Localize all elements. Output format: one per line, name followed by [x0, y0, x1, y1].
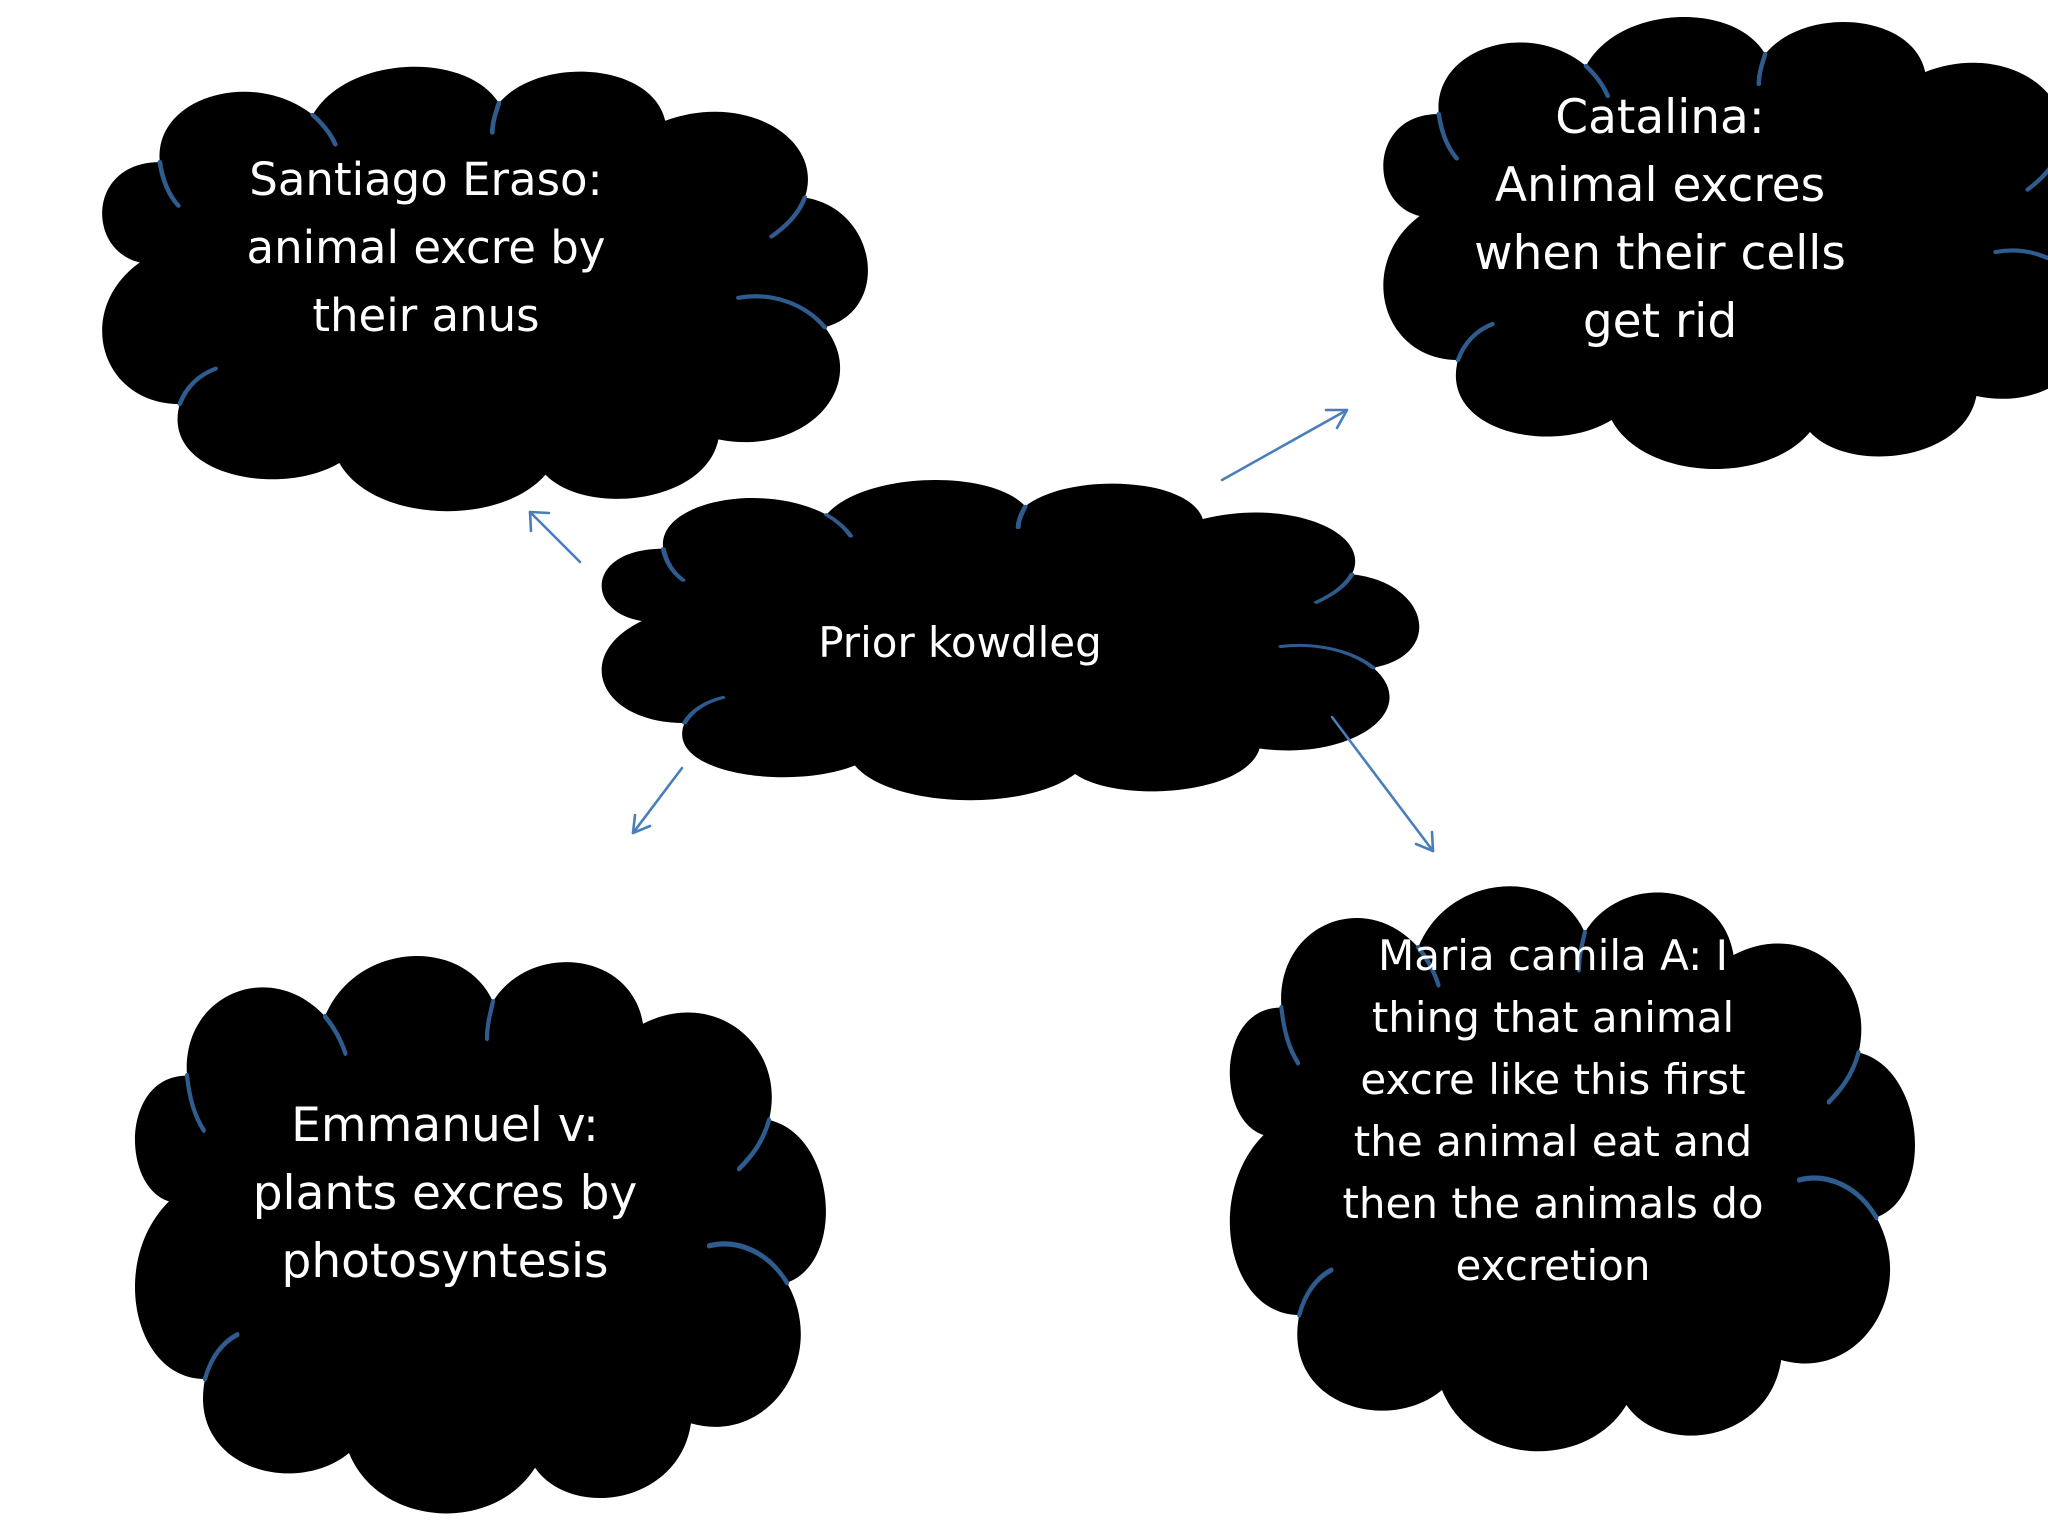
cloud-crease — [682, 696, 726, 725]
cloud-crease — [1015, 504, 1028, 529]
cloud-text-line: get rid — [1583, 294, 1737, 349]
cloud-center — [601, 480, 1420, 801]
cloud-crease — [660, 547, 686, 582]
cloud-text-line: Prior kowdleg — [818, 618, 1102, 667]
arrow-head — [528, 510, 551, 533]
cloud-text-line: Maria camila A: I — [1378, 931, 1728, 980]
catalina-text: Catalina: Animal excres when their cells ge… — [1474, 90, 1846, 349]
cloud-crease — [1436, 111, 1459, 161]
cloud-text-line: excre like this first — [1360, 1055, 1745, 1104]
arrow-to-maria — [1330, 715, 1435, 853]
cloud-text-line: Emmanuel v: — [291, 1098, 599, 1153]
cloud-crease — [1576, 929, 1587, 973]
cloud-crease — [184, 1073, 206, 1133]
cloud-crease — [769, 195, 808, 239]
cloud-crease — [1416, 944, 1441, 988]
cloud-crease — [489, 101, 502, 135]
cloud-crease — [1826, 1049, 1861, 1105]
arrow-to-catalina — [1220, 408, 1349, 482]
arrow-shaft — [1330, 715, 1435, 853]
cloud-crease — [177, 366, 218, 407]
center-text: Prior kowdleg — [818, 618, 1102, 667]
cloud-text-line: the animal eat and — [1354, 1117, 1752, 1166]
arrow-shaft — [631, 766, 684, 835]
cloud-crease — [1583, 63, 1610, 99]
cloud-text-line: excretion — [1456, 1241, 1651, 1290]
cloud-crease — [706, 1241, 790, 1286]
cloud-text-line: Santiago Eraso: — [249, 153, 602, 206]
cloud-crease — [1455, 321, 1495, 363]
cloud-text-line: when their cells — [1474, 226, 1846, 281]
maria-text: Maria camila A: I thing that animal excre … — [1342, 931, 1763, 1290]
cloud-text-line: Animal excres — [1495, 158, 1825, 213]
cloud-crease — [157, 160, 181, 208]
cloud-crease — [2025, 166, 2048, 192]
cloud-text-line: then the animals do — [1342, 1179, 1763, 1228]
cloud-crease — [1278, 643, 1376, 670]
cloud-crease — [322, 1013, 348, 1056]
cloud-crease — [1796, 1175, 1879, 1221]
santiago-text: Santiago Eraso: animal excre by their anus — [247, 153, 606, 342]
arrow-to-santiago — [528, 510, 582, 564]
emmanuel-text: Emmanuel v: plants excres by photosyntesis — [253, 1098, 638, 1289]
cloud-crease — [202, 1332, 240, 1382]
cloud-crease — [310, 112, 338, 147]
cloud-crease — [1297, 1267, 1334, 1318]
arrow-to-emmanuel — [631, 766, 684, 835]
arrow-head — [631, 813, 652, 835]
cloud-crease — [824, 513, 854, 538]
cloud-crease — [1756, 51, 1768, 87]
cloud-text-line: photosyntesis — [281, 1234, 608, 1289]
cloud-crease — [736, 294, 828, 330]
cloud-crease — [484, 999, 496, 1042]
arrow-head — [1324, 408, 1349, 430]
cloud-crease — [1279, 1004, 1301, 1066]
arrow-head — [1414, 830, 1435, 853]
cloud-santiago — [102, 66, 868, 512]
cloud-maria — [1229, 886, 1915, 1452]
arrow-shaft — [1220, 408, 1349, 482]
cloud-text-line: plants excres by — [253, 1166, 638, 1221]
cloud-text-line: animal excre by — [247, 221, 606, 274]
cloud-crease — [736, 1117, 772, 1172]
cloud-crease — [1993, 248, 2048, 261]
cloud-text-line: thing that animal — [1372, 993, 1734, 1042]
cloud-text-line: their anus — [312, 289, 539, 342]
arrow-shaft — [528, 510, 582, 564]
cloud-text-line: Catalina: — [1555, 90, 1764, 145]
cloud-crease — [1313, 572, 1355, 604]
cloud-emmanuel — [134, 955, 826, 1514]
cloud-catalina — [1383, 16, 2048, 470]
